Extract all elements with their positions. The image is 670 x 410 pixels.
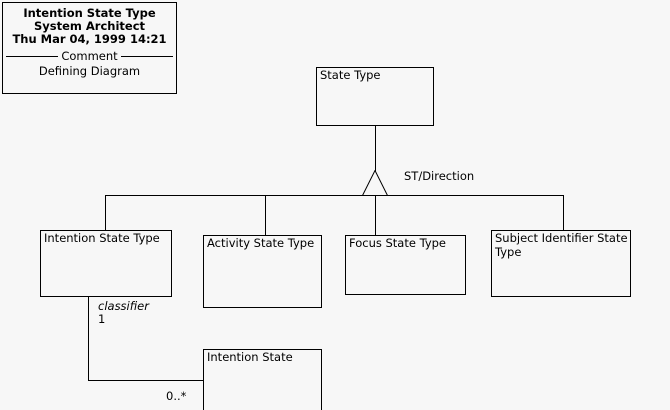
generalization-drop-activity-state-type bbox=[265, 195, 266, 236]
comment-separator-label: Comment bbox=[61, 49, 118, 63]
class-name-state-type: State Type bbox=[320, 68, 381, 82]
class-name-intention-state-type: Intention State Type bbox=[44, 231, 160, 245]
class-box-activity-state-type[interactable]: Activity State Type bbox=[203, 235, 322, 308]
generalization-drop-focus-state-type bbox=[375, 195, 376, 236]
class-box-intention-state[interactable]: Intention State bbox=[203, 349, 322, 410]
class-name-subject-identifier-state-type: Subject Identifier State Type bbox=[495, 231, 628, 259]
class-box-intention-state-type[interactable]: Intention State Type bbox=[40, 230, 172, 297]
class-box-state-type[interactable]: State Type bbox=[316, 67, 434, 126]
diagram-comment: Defining Diagram bbox=[38, 64, 141, 78]
association-segment-horizontal bbox=[88, 380, 204, 381]
association-multiplicity-target: 0..* bbox=[166, 389, 187, 403]
generalization-stem bbox=[375, 126, 376, 171]
diagram-title-block: Intention State Type System Architect Th… bbox=[2, 2, 177, 94]
comment-separator: Comment bbox=[3, 50, 176, 62]
diagram-title: Intention State Type bbox=[23, 6, 156, 20]
comment-rule-right bbox=[120, 55, 173, 57]
association-role-label: classifier bbox=[98, 299, 149, 313]
class-name-activity-state-type: Activity State Type bbox=[207, 236, 315, 250]
association-segment-vertical bbox=[88, 297, 89, 381]
generalization-bar bbox=[105, 195, 564, 196]
generalization-drop-intention-state-type bbox=[105, 195, 106, 231]
diagram-author: System Architect bbox=[33, 19, 146, 33]
generalization-triangle-icon bbox=[362, 170, 388, 196]
class-name-intention-state: Intention State bbox=[207, 350, 293, 364]
class-box-subject-identifier-state-type[interactable]: Subject Identifier State Type bbox=[491, 230, 631, 297]
generalization-drop-subject-identifier-state-type bbox=[563, 195, 564, 231]
class-name-focus-state-type: Focus State Type bbox=[349, 236, 447, 250]
diagram-timestamp: Thu Mar 04, 1999 14:21 bbox=[12, 32, 167, 46]
class-box-focus-state-type[interactable]: Focus State Type bbox=[345, 235, 466, 295]
association-multiplicity-source: 1 bbox=[98, 312, 106, 326]
generalization-label: ST/Direction bbox=[404, 169, 475, 183]
comment-rule-left bbox=[6, 55, 59, 57]
